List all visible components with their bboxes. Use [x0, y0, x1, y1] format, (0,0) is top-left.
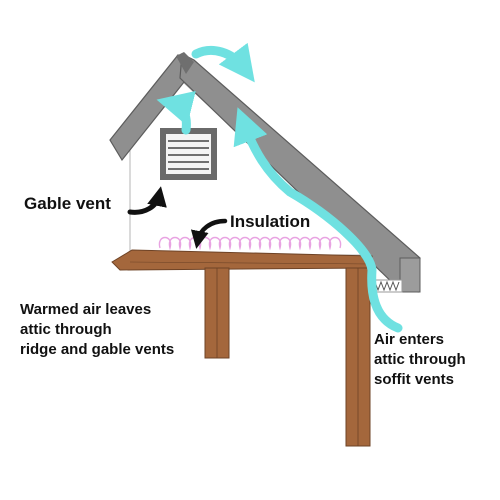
soffit-vent: [369, 279, 403, 293]
insulation-label: Insulation: [230, 212, 311, 231]
fascia-board: [399, 257, 421, 293]
exterior-wall-post: [345, 267, 371, 447]
insulation-batt: [158, 236, 342, 251]
gable-vent-label: Gable vent: [24, 194, 111, 213]
airflow-gable-exit: [156, 90, 196, 135]
ridge-cap: [176, 52, 194, 74]
air-enters-label: Air enters attic through soffit vents: [374, 331, 466, 388]
airflow-soffit-to-ridge: [233, 107, 403, 333]
gable-vent: [160, 128, 217, 180]
gable-vent-pointer-arrow: [127, 186, 167, 215]
airflow-ridge-exit: [191, 42, 255, 83]
interior-wall-post: [204, 267, 230, 359]
insulation-pointer-arrow: [190, 218, 228, 249]
warmed-air-label: Warmed air leaves attic through ridge an…: [20, 301, 175, 358]
